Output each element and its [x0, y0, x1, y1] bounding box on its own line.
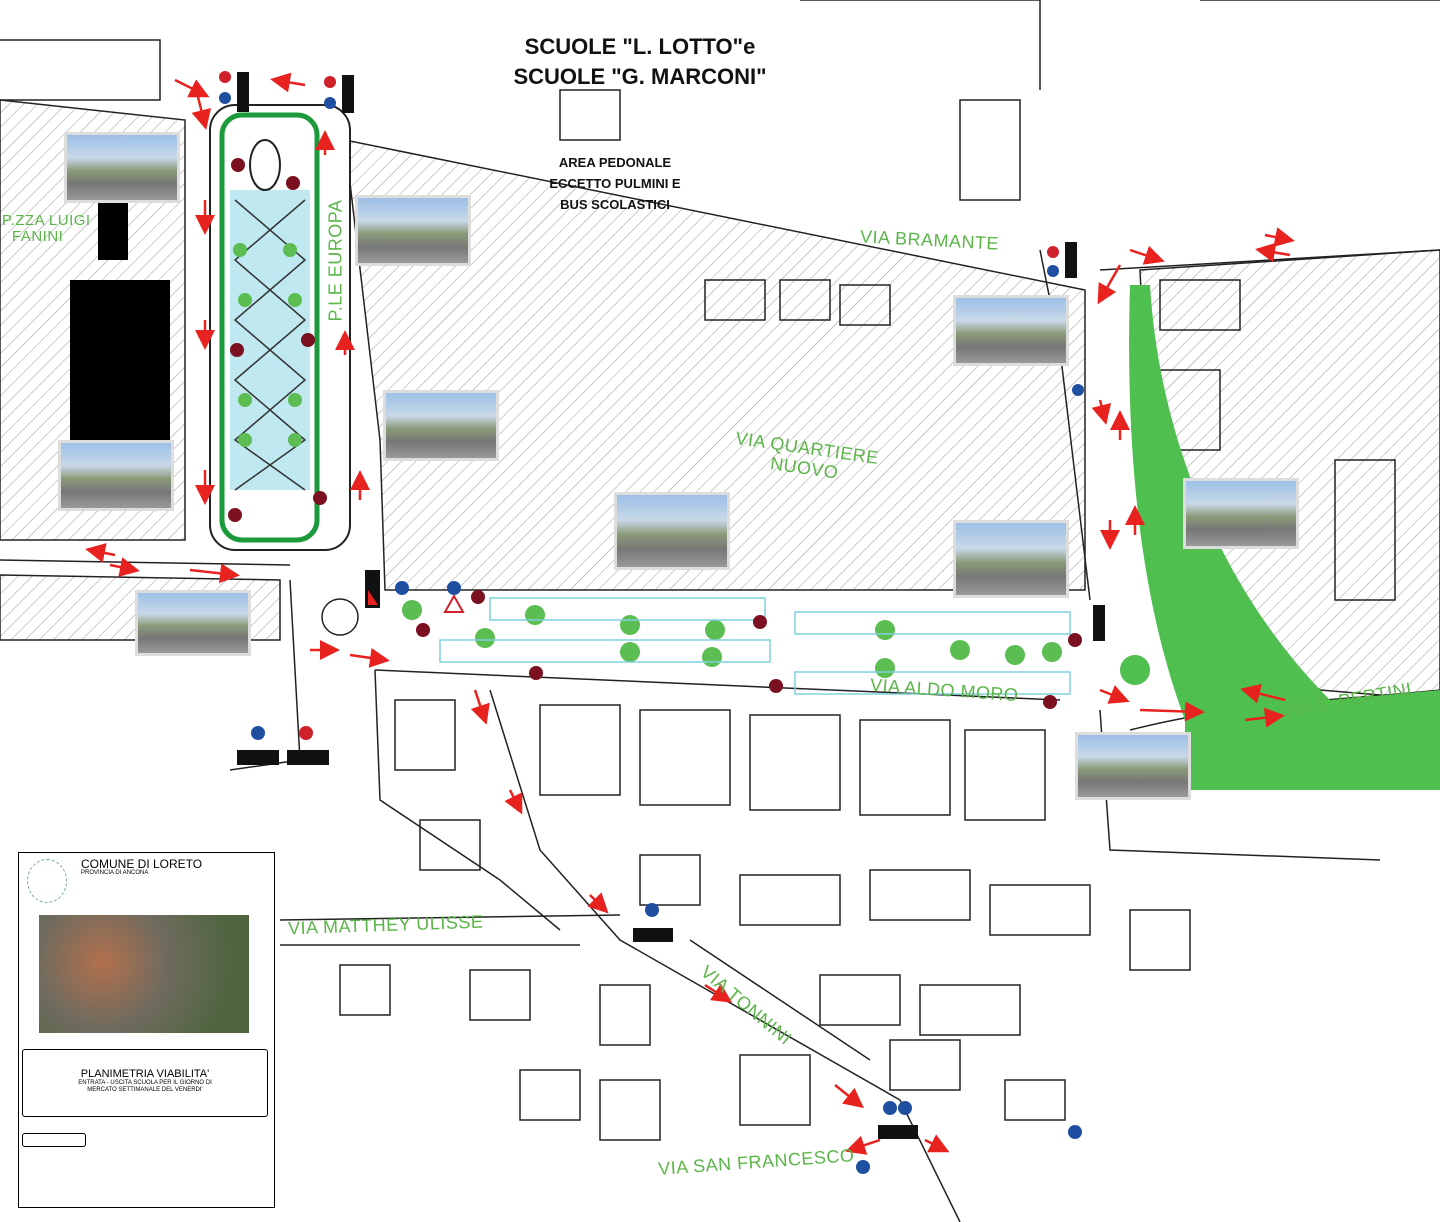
plan-subtitle-2: MERCATO SETTIMANALE DEL VENERDI' — [87, 1087, 203, 1093]
building-black — [70, 280, 170, 440]
green-area — [1129, 285, 1440, 790]
traffic-signs — [219, 71, 1105, 1174]
street-photo — [953, 520, 1069, 598]
municipal-emblem — [27, 859, 67, 903]
comune-name: COMUNE DI LORETO — [81, 857, 203, 871]
pedestrian-line-1: AREA PEDONALE — [558, 155, 672, 170]
traffic-arrows — [85, 72, 1295, 1155]
plan-title: PLANIMETRIA VIABILITA' — [80, 1068, 210, 1080]
provincia-name: PROVINCIA DI ANCONA — [81, 870, 149, 876]
street-photo — [614, 492, 730, 570]
street-photo — [953, 295, 1069, 366]
plan-subtitle-1: ENTRATA - USCITA SCUOLA PER IL GIORNO DI — [78, 1080, 212, 1086]
title-line-1: SCUOLE "L. LOTTO"e — [524, 34, 756, 59]
roundabout — [1120, 655, 1150, 685]
title-block: COMUNE DI LORETO PROVINCIA DI ANCONA PLA… — [18, 852, 275, 1208]
street-photo — [1075, 732, 1191, 800]
title-line-2: SCUOLE "G. MARCONI" — [513, 64, 767, 89]
street-photo — [135, 590, 251, 656]
pedestrian-line-3: BUS SCOLASTICI — [560, 197, 670, 212]
building-outlines — [0, 0, 1440, 1141]
roundabout — [321, 598, 359, 636]
plan-title-box: PLANIMETRIA VIABILITA' ENTRATA - USCITA … — [22, 1049, 268, 1117]
street-photo — [64, 132, 180, 203]
street-photo — [58, 440, 174, 511]
piazzale-europa — [209, 104, 351, 551]
map-title: SCUOLE "L. LOTTO"e SCUOLE "G. MARCONI" — [470, 32, 810, 92]
pedestrian-line-2: ECCETTO PULMINI E — [549, 176, 681, 191]
date-box — [22, 1133, 86, 1147]
label-fanini-1: P.ZZA LUIGI — [2, 212, 91, 229]
street-photo — [1183, 478, 1299, 549]
label-europa: P.LE EUROPA — [325, 199, 346, 322]
parking-stalls — [439, 597, 1071, 695]
label-fanini-2: FANINI — [12, 228, 64, 245]
pedestrian-area-note: AREA PEDONALE ECCETTO PULMINI E BUS SCOL… — [520, 152, 710, 215]
street-photo — [383, 390, 499, 461]
road-edges — [0, 249, 1440, 1222]
street-photo — [355, 195, 471, 266]
aerial-photo — [39, 915, 249, 1033]
